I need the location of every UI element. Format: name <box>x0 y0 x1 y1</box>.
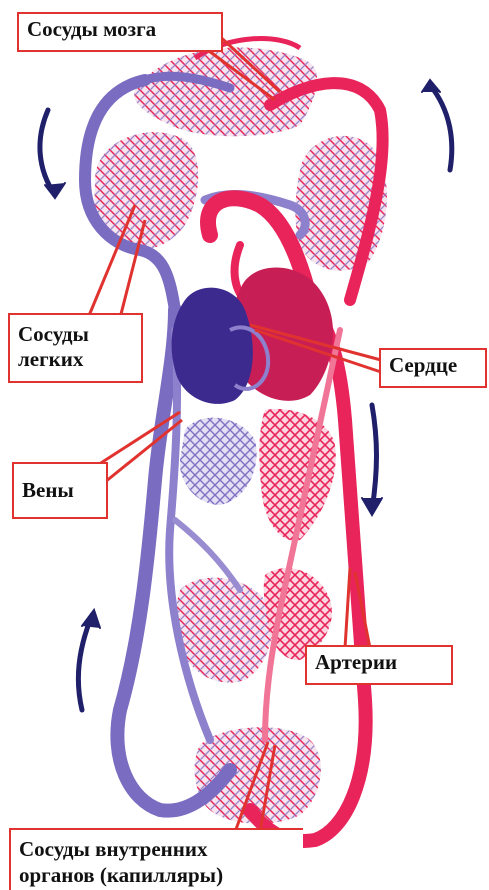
pointer-arteries <box>345 568 350 648</box>
label-lung-vessels: Сосуды легких <box>8 313 143 383</box>
label-heart: Сердце <box>379 348 487 388</box>
label-organs-line-1: Сосуды внутренних <box>19 836 295 862</box>
label-organs-line-2: органов (капилляры) <box>19 862 295 888</box>
arrow-up-left-icon <box>40 110 65 198</box>
arrow-up-bottom-left-icon <box>78 610 100 710</box>
label-brain-vessels: Сосуды мозга <box>17 12 223 52</box>
label-lung-line-2: легких <box>18 347 133 372</box>
arrow-down-right-icon <box>362 405 382 515</box>
label-organ-vessels: Сосуды внутренних органов (капилляры) <box>9 828 303 890</box>
label-veins: Вены <box>12 462 108 519</box>
heart <box>172 268 334 404</box>
label-arteries: Артерии <box>305 645 453 685</box>
arrow-top-right-icon <box>422 80 452 170</box>
label-lung-line-1: Сосуды <box>18 322 133 347</box>
